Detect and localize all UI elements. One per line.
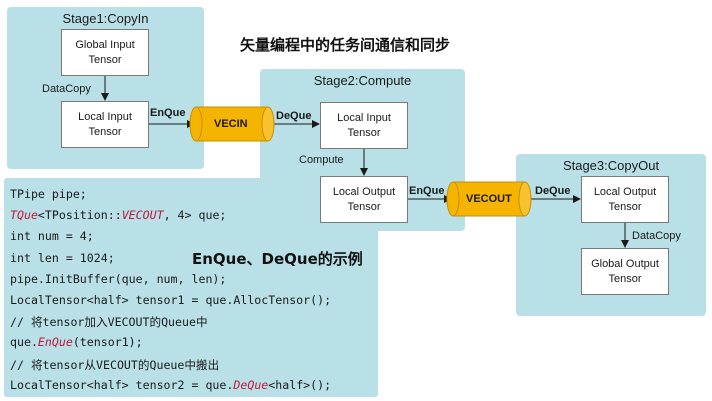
code-text: LocalTensor<half> tensor2 = que. — [10, 377, 234, 392]
deque2-label: DeQue — [535, 185, 571, 197]
deque1-label: DeQue — [276, 110, 312, 122]
enque2-label: EnQue — [409, 185, 445, 197]
code-text: <half>(); — [268, 377, 332, 392]
code-text: int len = 1024; — [10, 250, 115, 265]
code-line: // 将tensor从VECOUT的Queue中搬出 — [10, 357, 219, 373]
code-text: // 将tensor加入VECOUT的Queue中 — [10, 315, 208, 330]
code-text: int num = 4; — [10, 229, 94, 244]
code-text: <TPosition:: — [37, 208, 122, 223]
code-keyword: DeQue — [233, 377, 269, 392]
code-line: que.EnQue(tensor1); — [10, 335, 143, 349]
code-line: pipe.InitBuffer(que, num, len); — [10, 272, 226, 286]
code-text: (tensor1); — [72, 335, 143, 350]
code-line: LocalTensor<half> tensor2 = que.DeQue<ha… — [10, 378, 331, 392]
stage3-global-output-tensor: Global Output Tensor — [581, 248, 669, 295]
code-text: , 4> que; — [163, 208, 227, 223]
code-panel — [4, 178, 378, 397]
code-line: LocalTensor<half> tensor1 = que.AllocTen… — [10, 293, 331, 307]
stage1-global-input-tensor: Global Input Tensor — [61, 29, 149, 76]
stage3-title: Stage3:CopyOut — [562, 158, 660, 173]
code-text: LocalTensor<half> tensor1 = que.AllocTen… — [10, 293, 332, 307]
code-line: // 将tensor加入VECOUT的Queue中 — [10, 314, 208, 330]
code-line: int num = 4; — [10, 229, 94, 243]
code-line: TQue<TPosition::VECOUT, 4> que; — [10, 208, 226, 222]
code-text: que. — [10, 335, 38, 350]
vecin-queue-cylinder — [189, 106, 275, 142]
stage2-local-input-tensor: Local Input Tensor — [320, 102, 408, 149]
vecout-label: VECOUT — [466, 193, 512, 205]
stage2-compute-label: Compute — [299, 154, 344, 166]
code-line: TPipe pipe; — [10, 187, 87, 201]
example-subtitle: EnQue、DeQue的示例 — [192, 250, 363, 268]
code-keyword: VECOUT — [121, 208, 164, 223]
stage2-title: Stage2:Compute — [313, 73, 412, 88]
enque1-label: EnQue — [150, 107, 186, 119]
page-title: 矢量编程中的任务间通信和同步 — [240, 36, 451, 54]
code-line: int len = 1024; — [10, 251, 115, 265]
code-text: // 将tensor从VECOUT的Queue中搬出 — [10, 357, 220, 372]
code-text: pipe.InitBuffer(que, num, len); — [10, 271, 227, 286]
stage1-datacopy-label: DataCopy — [42, 83, 91, 95]
code-text: TPipe pipe; — [10, 187, 87, 201]
stage2-local-output-tensor: Local Output Tensor — [320, 176, 408, 223]
code-keyword: TQue — [10, 208, 38, 223]
stage1-title: Stage1:CopyIn — [62, 11, 149, 26]
stage3-datacopy-label: DataCopy — [632, 230, 681, 242]
stage3-local-output-tensor: Local Output Tensor — [581, 176, 669, 223]
code-keyword: EnQue — [37, 335, 73, 350]
vecin-label: VECIN — [214, 118, 248, 130]
stage1-local-input-tensor: Local Input Tensor — [61, 101, 149, 148]
vecout-queue-cylinder — [446, 181, 532, 217]
